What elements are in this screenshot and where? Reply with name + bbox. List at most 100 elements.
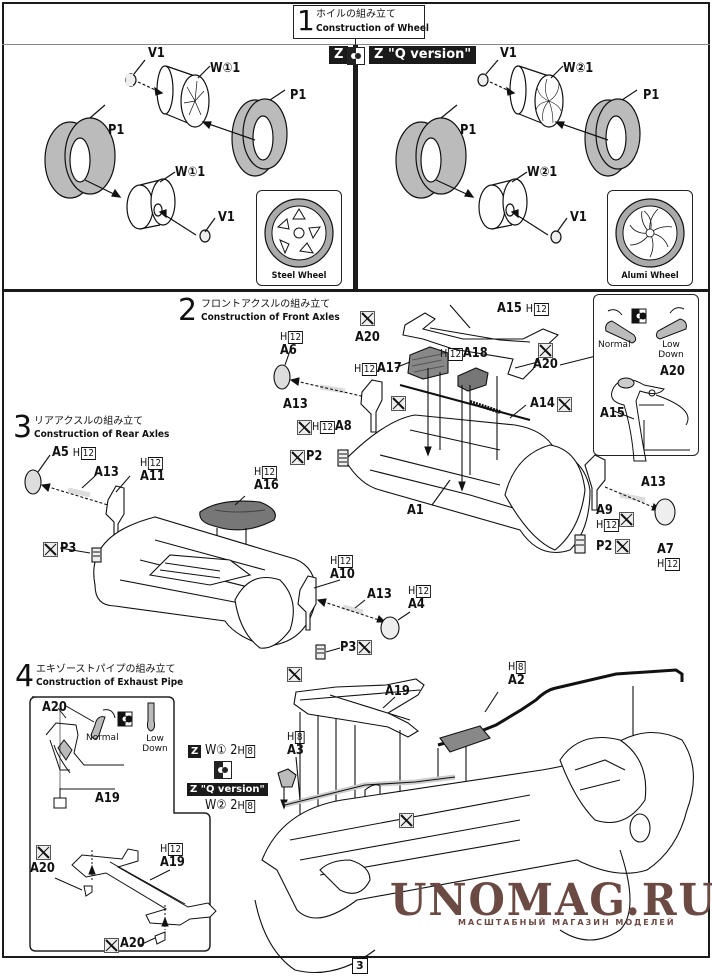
no-glue-icon	[357, 640, 372, 655]
label-a13: A13	[641, 475, 666, 490]
step4-number: 4	[15, 659, 35, 694]
label-a19: A19	[95, 791, 120, 806]
badge-q-version: Z "Q version"	[369, 46, 477, 64]
label-p3: P3	[340, 640, 357, 655]
step2-title-en: Construction of Front Axles	[201, 312, 340, 323]
steel-wheel-caption: Steel Wheel	[271, 271, 327, 281]
step3-title-jp: リアアクスルの組み立て	[34, 416, 144, 427]
label-p3: P3	[60, 541, 77, 556]
label-w2: W②1	[527, 165, 558, 180]
low-down-label: Low Down	[658, 340, 684, 360]
label-w1: W①1	[175, 165, 206, 180]
label-p1: P1	[460, 123, 477, 138]
no-glue-icon	[557, 397, 572, 412]
label-a15: A15	[600, 406, 625, 421]
swap-icon	[347, 47, 365, 65]
low-down-label: Low Down	[142, 734, 168, 754]
label-a13: A13	[94, 465, 119, 480]
no-glue-icon	[360, 311, 375, 326]
normal-label: Normal	[86, 733, 119, 743]
step1-stem	[355, 38, 356, 290]
label-p1: P1	[108, 123, 125, 138]
step2-number: 2	[178, 293, 198, 328]
label-v1: V1	[500, 46, 517, 61]
label-a20: A20	[533, 357, 558, 372]
badge-q-version: Z "Q version"	[187, 783, 268, 796]
step1-number: 1	[297, 4, 315, 37]
step3-number: 3	[13, 410, 33, 445]
step3-title-en: Construction of Rear Axles	[34, 429, 170, 440]
label-a13: A13	[367, 587, 392, 602]
no-glue-icon	[619, 512, 634, 527]
label-a20: A20	[355, 330, 380, 345]
label-a14: A14	[530, 396, 555, 411]
page-number: 3	[352, 958, 368, 974]
no-glue-icon	[391, 396, 406, 411]
label-a20: A20	[660, 364, 685, 379]
label-a1: A1	[407, 503, 424, 518]
no-glue-icon	[297, 420, 312, 435]
step2-title-jp: フロントアクスルの組み立て	[201, 299, 331, 310]
wheel-right-drawing	[395, 59, 641, 244]
v1-cap-icon	[199, 229, 211, 243]
label-v1: V1	[148, 46, 165, 61]
divider-top	[2, 44, 710, 45]
label-p2: P2	[306, 449, 323, 464]
step1-title-en: Construction of Wheel	[316, 23, 430, 34]
label-a13: A13	[283, 397, 308, 412]
steel-wheel-icon	[264, 198, 334, 268]
step1-header: 1 ホイルの組み立て Construction of Wheel	[293, 4, 429, 39]
label-p1: P1	[643, 88, 660, 103]
alumi-wheel-caption: Alumi Wheel	[621, 271, 679, 281]
normal-label: Normal	[598, 340, 631, 350]
no-glue-icon	[290, 450, 305, 465]
no-glue-icon	[538, 343, 553, 358]
no-glue-icon	[36, 845, 51, 860]
label-p2: P2	[596, 539, 613, 554]
label-a20: A20	[30, 861, 55, 876]
badge-z: Z	[329, 46, 349, 64]
step4-title-jp: エキゾーストパイプの組み立て	[36, 664, 176, 675]
no-glue-icon	[104, 938, 119, 953]
label-a20: A20	[42, 700, 67, 715]
alumi-wheel-inset: Alumi Wheel	[607, 190, 693, 286]
step4-title-en: Construction of Exhaust Pipe	[36, 677, 184, 688]
label-a19: A19	[385, 684, 410, 699]
badge-z: Z	[188, 745, 202, 758]
a20-orientation-icon	[605, 307, 690, 462]
label-v1: V1	[218, 210, 235, 225]
wheel-left-drawing	[44, 59, 288, 243]
normal-lowdown-inset-front: Normal Low Down A20 A15	[593, 294, 699, 462]
steel-wheel-inset: Steel Wheel	[256, 190, 342, 286]
no-glue-icon	[287, 667, 302, 682]
v1-cap-icon	[125, 73, 137, 87]
no-glue-icon	[43, 542, 58, 557]
no-glue-icon	[399, 813, 414, 828]
label-w2: W②1	[563, 61, 594, 76]
alumi-wheel-icon	[615, 198, 685, 268]
step1-title-jp: ホイルの組み立て	[316, 9, 396, 20]
swap-icon	[214, 761, 232, 779]
divider-step2	[2, 290, 710, 292]
page-border	[2, 2, 710, 958]
label-v1: V1	[570, 210, 587, 225]
